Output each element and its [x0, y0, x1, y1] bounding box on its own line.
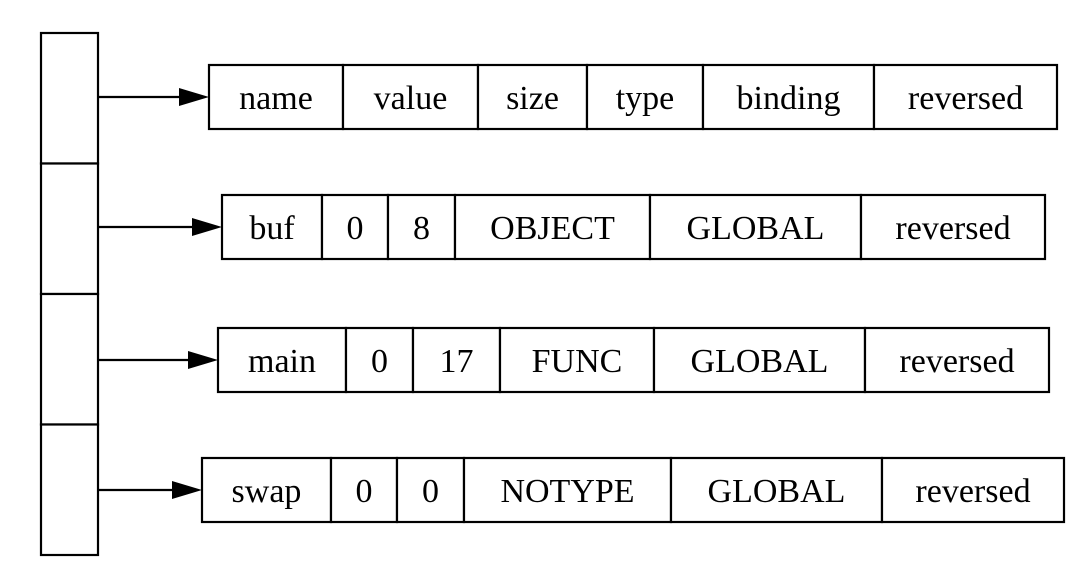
record-cell-text: 0 [347, 210, 364, 247]
record-row-main: main 0 17 FUNC GLOBAL reversed [216, 326, 1051, 394]
record-cell-text: name [239, 80, 313, 117]
record-cell-text: 17 [440, 343, 474, 380]
array-slot-2 [39, 292, 100, 426]
arrow-3 [98, 481, 202, 499]
record-cell-box [648, 193, 863, 261]
array-slot-0 [39, 31, 100, 165]
record-cell-box [216, 326, 348, 394]
arrow-head-2 [188, 351, 218, 369]
pointer-array [39, 31, 100, 557]
record-cell-text: GLOBAL [691, 343, 829, 380]
record-cell-text: value [374, 80, 448, 117]
record-cell-text: FUNC [532, 343, 623, 380]
record-row-header: name value size type binding reversed [207, 63, 1059, 131]
record-cell-text: GLOBAL [708, 473, 846, 510]
record-cell-text: binding [737, 80, 841, 117]
array-slot-1 [39, 162, 100, 296]
record-cell-box [863, 326, 1051, 394]
arrows [98, 88, 222, 499]
record-cell-text: swap [232, 473, 302, 510]
record-cell-text: GLOBAL [687, 210, 825, 247]
arrow-0 [98, 88, 209, 106]
arrow-head-1 [192, 218, 222, 236]
record-row-buf: buf 0 8 OBJECT GLOBAL reversed [220, 193, 1047, 261]
record-cell-text: NOTYPE [500, 473, 634, 510]
record-cell-box [872, 63, 1059, 131]
record-cell-text: reversed [908, 80, 1023, 117]
record-cell-box [200, 456, 333, 524]
records: name value size type binding reversed buf 0 8 OBJ… [200, 63, 1066, 524]
record-cell-box [453, 193, 652, 261]
record-cell-box [859, 193, 1047, 261]
record-cell-text: 8 [413, 210, 430, 247]
record-cell-box [585, 63, 705, 131]
record-cell-text: OBJECT [490, 210, 615, 247]
record-row-swap: swap 0 0 NOTYPE GLOBAL reversed [200, 456, 1066, 524]
array-slot-3 [39, 423, 100, 557]
record-cell-text: main [248, 343, 316, 380]
record-cell-box [395, 456, 466, 524]
record-cell-box [476, 63, 589, 131]
arrow-1 [98, 218, 222, 236]
arrow-head-0 [179, 88, 209, 106]
record-cell-box [880, 456, 1066, 524]
record-cell-box [341, 63, 480, 131]
record-cell-text: reversed [899, 343, 1014, 380]
record-cell-text: type [616, 80, 675, 117]
arrow-head-3 [172, 481, 202, 499]
record-cell-text: 0 [422, 473, 439, 510]
record-cell-box [462, 456, 673, 524]
record-cell-text: size [506, 80, 559, 117]
record-cell-text: 0 [356, 473, 373, 510]
record-cell-text: 0 [371, 343, 388, 380]
record-cell-text: reversed [915, 473, 1030, 510]
record-cell-box [207, 63, 345, 131]
record-cell-text: reversed [895, 210, 1010, 247]
arrow-2 [98, 351, 218, 369]
record-cell-text: buf [249, 210, 295, 247]
